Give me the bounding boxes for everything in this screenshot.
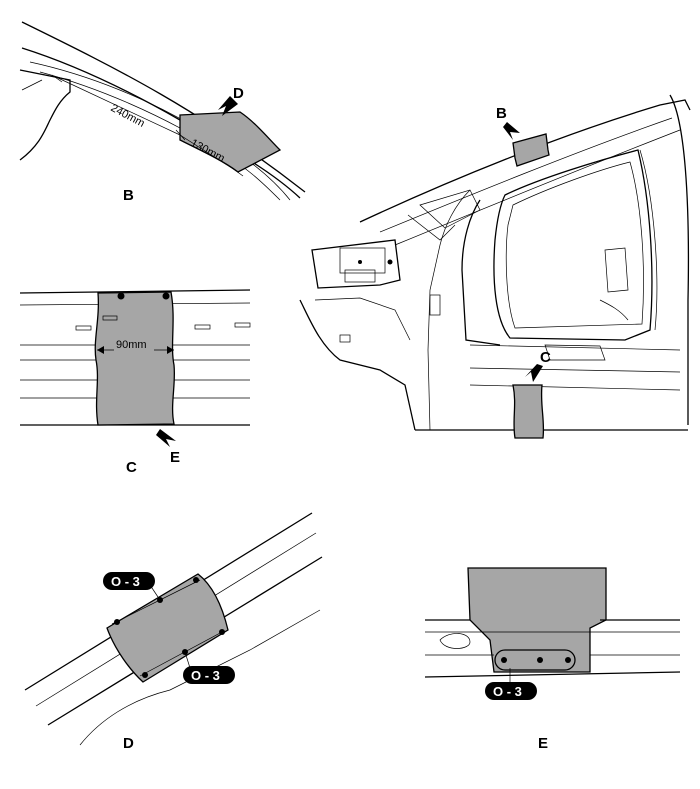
sectioning-patch-c [94, 291, 176, 426]
main-body-view: B C [299, 94, 691, 439]
caption-c: C [126, 459, 137, 476]
arrow-d-icon [218, 96, 238, 116]
badge-o3-bottom [183, 666, 235, 684]
badge-o3-top [103, 572, 155, 590]
marker-c-main: C [540, 349, 551, 366]
view-d: O - 3 O - 3 D [24, 512, 323, 752]
dim-90mm: 90mm [116, 339, 147, 351]
badge-o3-e [485, 682, 537, 700]
view-e: O - 3 E [424, 567, 681, 752]
arrow-e-icon [156, 429, 176, 447]
caption-e: E [538, 735, 548, 752]
view-b: 240mm 130mm D B [19, 21, 306, 204]
badge-o3-e-text: O - 3 [493, 684, 522, 699]
arrow-c-main-icon [525, 364, 543, 382]
view-c: 90mm E C [19, 289, 251, 476]
dim-240mm: 240mm [109, 102, 147, 130]
sectioning-patch-e [467, 567, 607, 673]
marker-b-main: B [496, 105, 507, 122]
arrow-b-main-icon [503, 122, 520, 140]
marker-e: E [170, 449, 180, 466]
badge-o3-top-text: O - 3 [111, 574, 140, 589]
sectioning-patch-b-main [512, 133, 550, 167]
badge-o3-bottom-text: O - 3 [191, 668, 220, 683]
sectioning-patch-c-main [512, 384, 545, 439]
marker-d: D [233, 85, 244, 102]
caption-b: B [123, 187, 134, 204]
caption-d: D [123, 735, 134, 752]
sectioning-patch-d [106, 573, 229, 683]
